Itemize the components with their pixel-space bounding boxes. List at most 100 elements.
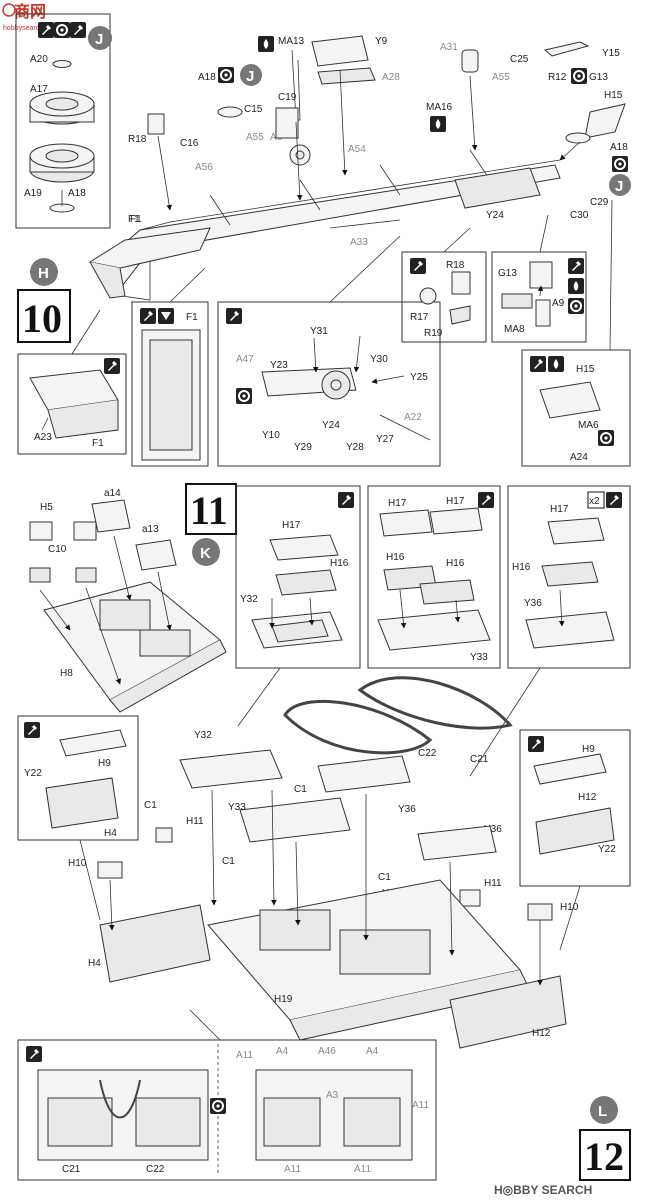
part-label: C16 [180,138,199,149]
part-label: C19 [278,92,297,103]
part-label: A11 [412,1100,429,1111]
watermark-text: 商网 [14,2,46,21]
subassembly-letter: L [598,1103,607,1120]
step-number: 10 [22,296,62,341]
part-label: A18 [68,188,86,199]
part-label: C1 [378,872,391,883]
part-label: A56 [195,162,213,173]
flip-icon [611,155,629,173]
part-label: G13 [589,72,608,83]
part-label: Y27 [376,434,394,445]
glue-icon [568,258,584,274]
step-12-marker: L 12 [579,1096,631,1181]
flip-icon [217,66,235,84]
glue-icon [26,1046,42,1062]
part-label: A46 [318,1046,336,1057]
part-label: C15 [244,104,263,115]
part-label: H5 [40,502,53,513]
part-label: Y25 [410,372,428,383]
detail-box-g13: G13 MA8 A9 [491,214,587,343]
part-label: Y32 [194,730,212,741]
callout-circle [609,174,631,196]
part-label: A23 [34,432,52,443]
part-label: A55 [246,132,264,143]
subassembly-letter: H [38,265,49,282]
part-label: a14 [104,488,121,499]
part-label: C22 [418,748,437,759]
part-label: Y30 [370,354,388,365]
glue-icon [70,22,86,38]
part-label: A28 [382,72,400,83]
part-label: A55 [492,72,510,83]
subassembly-letter: K [200,545,211,562]
flip-icon [235,387,253,405]
part-label: R18 [446,260,465,271]
part-label: H9 [582,744,595,755]
part-label: Y22 [24,768,42,779]
part-label: H17 [388,498,407,509]
part-label: H4 [104,828,117,839]
part-label: A31 [440,42,458,53]
watermark-url: hobbysearch.com.cn [3,25,68,32]
part-label: A4 [366,1046,379,1057]
part-label: A24 [570,452,588,463]
part-label: MA13 [278,36,305,47]
part-label: C30 [570,210,589,221]
part-label: H16 [386,552,405,563]
part-label: C25 [510,54,529,65]
step-number: 11 [190,488,228,533]
part-label: a13 [142,524,159,535]
detail-box-y33: H17 H17 H16 H16 Y33 [367,485,501,669]
flip-icon [53,21,71,39]
part-label: C1 [294,784,307,795]
part-label: C22 [146,1164,165,1175]
part-label: F1 [92,438,104,449]
part-label: A18 [610,142,628,153]
part-label: H8 [60,668,73,679]
part-label: A22 [404,412,422,423]
part-label: C21 [62,1164,81,1175]
part-label: Y36 [398,804,416,815]
part-label: H19 [274,994,293,1005]
part-label: H15 [604,90,623,101]
glue-icon [338,492,354,508]
step-11-main-assembly: C22 C21 Y32 Y33 Y36 Y36 C1 C1 C1 C1 Y22 … [68,676,579,1049]
part-label: C1 [222,856,235,867]
part-label: H11 [186,816,204,827]
part-label: H16 [446,558,465,569]
part-label: H16 [330,558,349,569]
part-label: MA6 [578,420,599,431]
detail-box-h9-left: H9 Y22 H4 [17,715,139,921]
part-label: H11 [484,878,502,889]
paint-icon [568,278,584,294]
part-label: C10 [48,544,67,555]
part-label: H10 [68,858,87,869]
step-11-floor-plate: H5 C10 a14 a13 H8 [29,488,227,713]
glue-icon [530,356,546,372]
part-label: Y24 [322,420,340,431]
part-label: MA16 [426,102,453,113]
part-label: A18 [198,72,216,83]
part-label: C1 [144,800,157,811]
paint-icon [430,116,446,132]
part-label: H9 [98,758,111,769]
part-label: R17 [410,312,429,323]
part-label: C29 [590,197,609,208]
step-10-marker: H 10 [17,258,71,343]
step-10-chassis: F1 Y9 A28 MA13 A18 J C15 R18 C16 A56 A55 [88,35,631,301]
part-label: Y36 [484,824,502,835]
part-label: A17 [30,84,48,95]
part-label: Y23 [270,360,288,371]
multiplier-badge: x2 [589,496,600,507]
flip-icon [567,297,585,315]
part-label: H12 [532,1028,551,1039]
detail-box-y36: x2 H17 H16 Y36 [469,485,631,777]
detail-box-f1-a23: A23 F1 [17,309,127,455]
part-label: A11 [354,1164,371,1175]
paint-icon [548,356,564,372]
part-label: Y28 [346,442,364,453]
part-label: Y31 [310,326,328,337]
part-label: A47 [236,354,254,365]
part-label: Y32 [240,594,258,605]
part-label: H4 [88,958,101,969]
